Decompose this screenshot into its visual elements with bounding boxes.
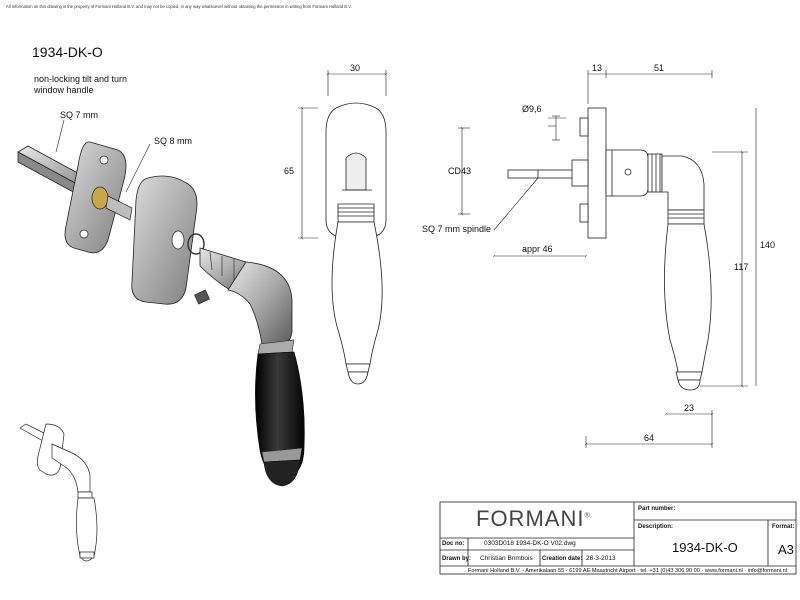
drawn-by-label: Drawn by: [442, 556, 472, 562]
rose-plate [64, 141, 127, 254]
product-description: non-locking tilt and turn window handle [34, 74, 154, 96]
sq7-label: SQ 7 mm [60, 110, 99, 120]
format-value: A3 [778, 542, 794, 557]
creation-date-value: 28-3-2013 [586, 555, 616, 562]
dim-hole: Ø9,6 [522, 104, 542, 114]
doc-no-value: 0303D018 1934-DK-O V02.dwg [484, 540, 576, 547]
model-code: 1934-DK-O [32, 44, 103, 60]
drawn-by-value: Christian Brimbois [480, 555, 533, 562]
cover-rose [131, 175, 198, 305]
sq7-leader [55, 119, 65, 153]
side-dims [458, 70, 757, 448]
title-block-frame [439, 501, 797, 575]
format-label: Format: [772, 524, 795, 530]
dim-side-117: 117 [734, 262, 749, 272]
dim-side-64: 64 [644, 433, 655, 443]
dim-cd: CD43 [448, 166, 472, 176]
side-view [507, 107, 712, 391]
disclaimer-text: All information on this drawing is the p… [6, 4, 352, 9]
doc-no-label: Doc no: [442, 541, 465, 547]
front-dims [298, 70, 388, 240]
spring-ring [187, 233, 205, 255]
description-value: 1934-DK-O [672, 540, 738, 555]
dim-side-51: 51 [654, 63, 665, 73]
dim-front-width: 30 [350, 63, 361, 73]
exploded-view [17, 141, 305, 487]
brand-name: FORMANI [476, 506, 585, 531]
part-number-label: Part number: [638, 506, 676, 512]
handle-3d [199, 247, 305, 487]
dim-side-140: 140 [760, 240, 776, 250]
brand-logo: FORMANI® [476, 506, 591, 532]
sq8-leader [125, 143, 151, 193]
set-screw [194, 289, 210, 305]
company-footer: Formani Holland B.V. · Amerikalaan 55 · … [468, 568, 788, 574]
thumbnail-view [19, 423, 98, 562]
dim-side-23: 23 [684, 403, 695, 413]
dim-front-height: 65 [284, 166, 295, 176]
front-view [325, 102, 387, 385]
description-line-2: window handle [34, 85, 94, 95]
description-label: Description: [638, 524, 674, 530]
dim-side-13: 13 [592, 63, 603, 73]
brand-mark: ® [584, 512, 591, 520]
spindle-label: SQ 7 mm spindle [422, 224, 492, 234]
creation-date-label: Creation date: [542, 556, 583, 562]
dim-appr: appr 46 [522, 244, 553, 254]
description-line-1: non-locking tilt and turn [34, 74, 128, 84]
sq8-label: SQ 8 mm [154, 136, 193, 146]
